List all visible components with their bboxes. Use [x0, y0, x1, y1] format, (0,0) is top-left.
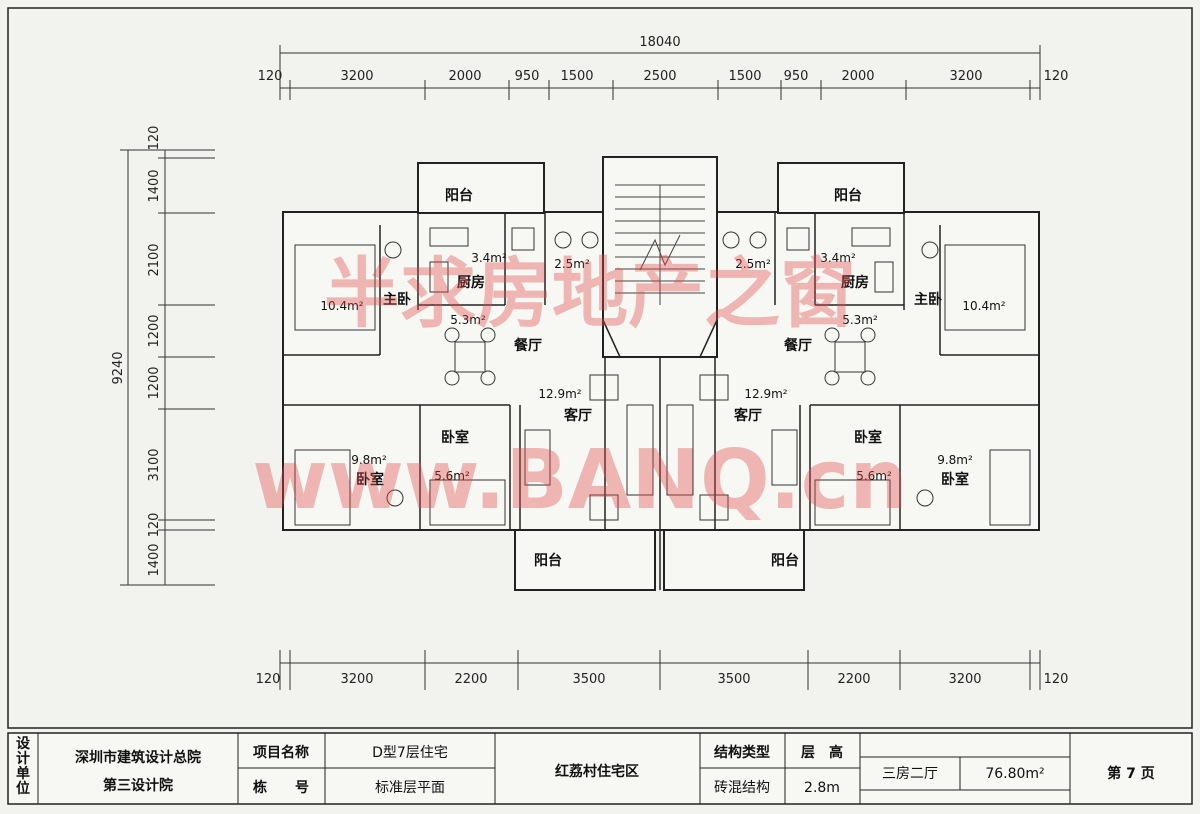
tb-design-unit-char: 位: [16, 780, 30, 797]
sheet-border: [7, 7, 1193, 729]
dim-left-4: 1200: [147, 366, 162, 399]
dim-bottom-1: 3200: [340, 672, 373, 687]
tb-building-no-label: 栋 号: [253, 779, 309, 796]
furniture: [294, 227, 1031, 526]
label-bedroom-large-right: 卧室: [941, 471, 969, 488]
tb-page: 第 7 页: [1107, 765, 1155, 782]
dim-top-1: 3200: [340, 69, 373, 84]
tb-floor-height-label: 层 高: [801, 744, 843, 761]
stair-treads: [615, 184, 705, 305]
tb-structure-label: 结构类型: [714, 744, 770, 761]
area-dining-left: 5.3m²: [450, 313, 486, 327]
area-living-left: 12.9m²: [538, 387, 581, 401]
tb-project-name-label: 项目名称: [253, 744, 309, 761]
label-living-right: 客厅: [733, 407, 762, 424]
dim-bottom-3: 3500: [572, 672, 605, 687]
label-master-right: 主卧: [914, 291, 942, 308]
tb-design-unit-char: 单: [16, 765, 30, 782]
label-master-left: 主卧: [383, 291, 411, 308]
dim-bottom-6: 3200: [948, 672, 981, 687]
tb-unit-area: 76.80m²: [985, 766, 1044, 782]
dim-top-6: 1500: [728, 69, 761, 84]
tb-design-unit-char: 设: [16, 736, 31, 752]
title-block: 设计单位 深圳市建筑设计总院 第三设计院 项目名称 D型7层住宅 栋 号 标准层…: [7, 732, 1193, 805]
dim-bottom-0: 120: [256, 672, 281, 687]
dim-bottom-7: 120: [1044, 672, 1069, 687]
watermark-url: www.BANQ.cn: [252, 433, 908, 528]
dim-left-5: 3100: [147, 448, 162, 481]
dim-top-4: 1500: [560, 69, 593, 84]
building-walls: [282, 156, 1040, 591]
label-living-left: 客厅: [563, 407, 592, 424]
tb-structure: 砖混结构: [714, 780, 770, 796]
area-bath-left: 2.5m²: [554, 257, 590, 271]
area-bedroom-large-left: 9.8m²: [351, 453, 387, 467]
dim-overall-width: 18040: [639, 35, 680, 50]
dim-top-9: 3200: [949, 69, 982, 84]
tb-floor-height: 2.8m: [804, 780, 840, 796]
label-kitchen-left: 厨房: [457, 274, 485, 291]
tb-institute-line2: 第三设计院: [103, 777, 173, 794]
dim-top-0: 120: [258, 69, 283, 84]
label-dining-right: 餐厅: [783, 337, 812, 354]
dim-left-0: 120: [147, 126, 162, 151]
tb-drawing-name: 标准层平面: [375, 780, 445, 796]
dim-bottom-2: 2200: [454, 672, 487, 687]
dim-bottom-5: 2200: [837, 672, 870, 687]
label-balcony-top-right: 阳台: [834, 187, 862, 204]
bottom-dimension-lines: [279, 650, 1041, 690]
tb-design-unit-char: 计: [16, 750, 30, 767]
label-bedroom-small-right: 卧室: [854, 429, 882, 446]
area-bedroom-small-right: 5.6m²: [856, 469, 892, 483]
tb-institute-line1: 深圳市建筑设计总院: [75, 749, 201, 766]
watermark-chinese: 半求房地产之窗: [324, 249, 856, 338]
dim-left-3: 1200: [147, 314, 162, 347]
tb-district: 红荔村住宅区: [555, 763, 639, 780]
area-master-right: 10.4m²: [962, 299, 1005, 313]
dim-top-10: 120: [1044, 69, 1069, 84]
top-dimension-lines: [279, 45, 1041, 100]
dim-top-7: 950: [784, 69, 809, 84]
area-bath-right: 2.5m²: [735, 257, 771, 271]
area-kitchen-right: 3.4m²: [820, 251, 856, 265]
interior-walls: [283, 213, 1039, 590]
label-bedroom-small-left: 卧室: [441, 429, 469, 446]
area-dining-right: 5.3m²: [842, 313, 878, 327]
area-master-left: 10.4m²: [320, 299, 363, 313]
dim-top-8: 2000: [841, 69, 874, 84]
dim-bottom-4: 3500: [717, 672, 750, 687]
dim-overall-depth: 9240: [111, 351, 126, 384]
tb-unit-type: 三房二厅: [882, 766, 938, 782]
label-dining-left: 餐厅: [513, 337, 542, 354]
label-kitchen-right: 厨房: [841, 274, 869, 291]
label-balcony-bottom-left: 阳台: [534, 552, 562, 569]
area-bedroom-small-left: 5.6m²: [434, 469, 470, 483]
left-dimension-lines: [120, 149, 215, 586]
dim-left-7: 1400: [147, 543, 162, 576]
tb-design-unit-label: 设计单位: [16, 736, 31, 797]
dim-top-3: 950: [515, 69, 540, 84]
label-balcony-bottom-right: 阳台: [771, 552, 799, 569]
dim-top-2: 2000: [448, 69, 481, 84]
area-living-right: 12.9m²: [744, 387, 787, 401]
dim-left-6: 120: [147, 513, 162, 538]
tb-project-name: D型7层住宅: [372, 745, 448, 761]
dim-left-1: 1400: [147, 169, 162, 202]
label-balcony-top-left: 阳台: [445, 187, 473, 204]
dim-top-5: 2500: [643, 69, 676, 84]
dim-left-2: 2100: [147, 243, 162, 276]
area-kitchen-left: 3.4m²: [471, 251, 507, 265]
area-bedroom-large-right: 9.8m²: [937, 453, 973, 467]
label-bedroom-large-left: 卧室: [356, 471, 384, 488]
